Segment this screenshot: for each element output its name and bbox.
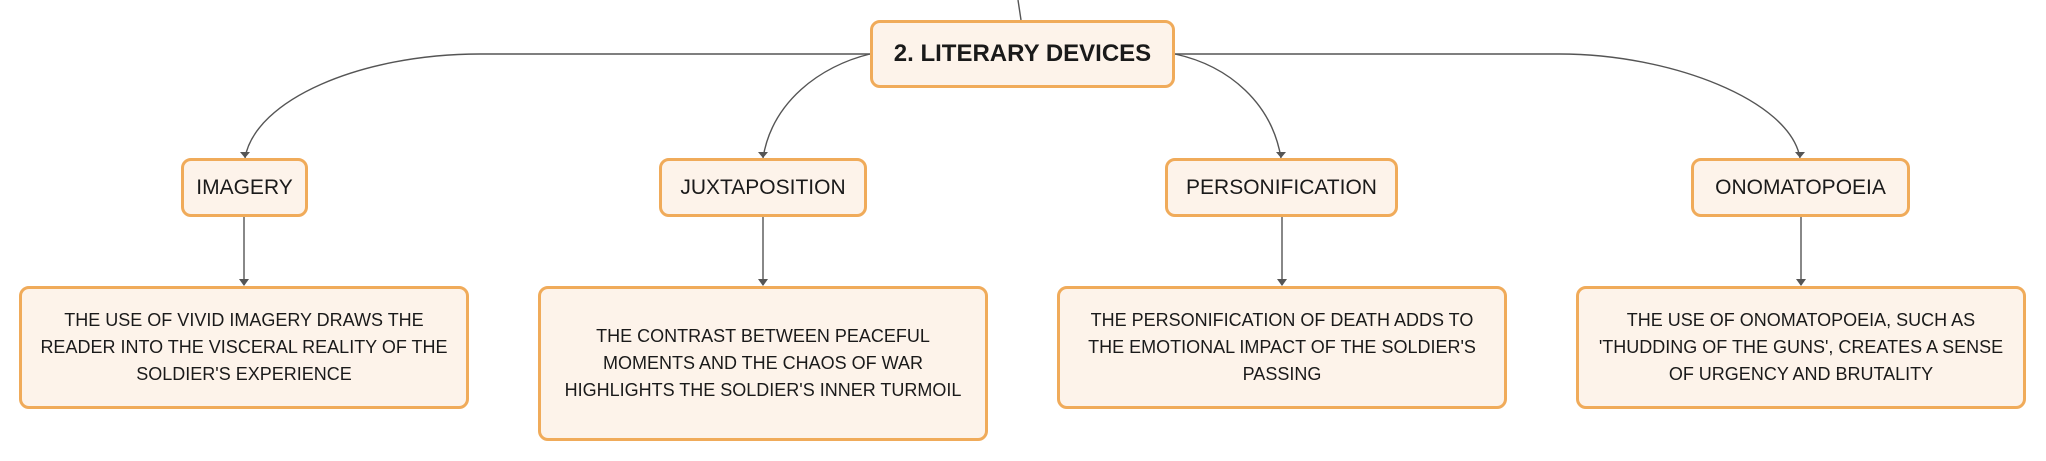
arrowhead-juxtaposition-desc: [758, 279, 768, 286]
topic-node-onomatopoeia[interactable]: ONOMATOPOEIA: [1691, 158, 1910, 217]
description-text: THE CONTRAST BETWEEN PEACEFUL MOMENTS AN…: [564, 326, 962, 400]
description-node-imagery[interactable]: THE USE OF VIVID IMAGERY DRAWS THE READE…: [19, 286, 469, 409]
connector-root-juxtaposition: [762, 53, 871, 159]
connector-root-personification: [1174, 53, 1282, 159]
arrowhead-juxtaposition: [758, 152, 768, 158]
topic-label: ONOMATOPOEIA: [1715, 175, 1886, 199]
description-text: THE USE OF VIVID IMAGERY DRAWS THE READE…: [40, 310, 448, 384]
arrowhead-onomatopoeia-desc: [1796, 279, 1806, 286]
root-node-label: 2. LITERARY DEVICES: [893, 40, 1152, 67]
description-node-onomatopoeia[interactable]: THE USE OF ONOMATOPOEIA, SUCH AS 'THUDDI…: [1576, 286, 2026, 409]
arrowhead-imagery-desc: [239, 279, 249, 286]
arrowhead-personification-desc: [1277, 279, 1287, 286]
description-node-juxtaposition[interactable]: THE CONTRAST BETWEEN PEACEFUL MOMENTS AN…: [538, 286, 988, 441]
topic-node-imagery[interactable]: IMAGERY: [181, 158, 308, 217]
topic-label: IMAGERY: [196, 175, 293, 199]
connector-root-imagery: [244, 53, 870, 159]
description-text: THE PERSONIFICATION OF DEATH ADDS TO THE…: [1088, 310, 1476, 384]
topic-label: PERSONIFICATION: [1186, 175, 1377, 199]
arrowhead-personification: [1276, 152, 1286, 158]
connector-root-onomatopoeia: [1175, 53, 1801, 159]
topic-label: JUXTAPOSITION: [680, 175, 846, 199]
topic-node-personification[interactable]: PERSONIFICATION: [1165, 158, 1398, 217]
root-node[interactable]: 2. LITERARY DEVICES: [870, 20, 1175, 88]
connector-parent: [1017, 0, 1022, 21]
topic-node-juxtaposition[interactable]: JUXTAPOSITION: [659, 158, 867, 217]
arrowhead-imagery: [240, 152, 250, 158]
description-text: THE USE OF ONOMATOPOEIA, SUCH AS 'THUDDI…: [1598, 310, 2004, 384]
arrowhead-onomatopoeia: [1795, 152, 1805, 158]
description-node-personification[interactable]: THE PERSONIFICATION OF DEATH ADDS TO THE…: [1057, 286, 1507, 409]
